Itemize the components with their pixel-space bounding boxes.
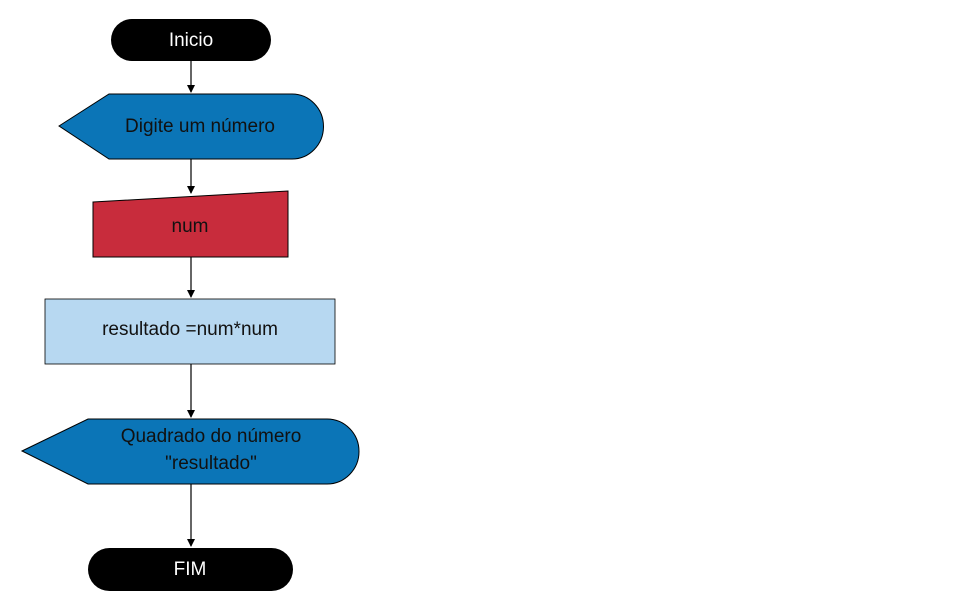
process-step: resultado =num*num bbox=[44, 298, 336, 365]
prompt-display: Digite um número bbox=[58, 93, 324, 160]
output-display: Quadrado do número "resultado" bbox=[20, 418, 360, 485]
end-terminal-shape bbox=[88, 548, 293, 591]
output-display-shape bbox=[20, 418, 360, 485]
start-terminal-shape bbox=[111, 19, 271, 61]
end-terminal-label: FIM bbox=[174, 559, 207, 580]
process-step-shape bbox=[44, 298, 336, 365]
start-terminal: Inicio bbox=[111, 19, 271, 61]
process-step-label: resultado =num*num bbox=[102, 319, 278, 340]
output-display-line1: Quadrado do número bbox=[121, 426, 302, 447]
prompt-display-label: Digite um número bbox=[125, 116, 275, 137]
output-display-line2: "resultado" bbox=[165, 453, 257, 474]
prompt-display-shape bbox=[58, 93, 324, 160]
manual-input-shape bbox=[92, 190, 289, 258]
manual-input-label: num bbox=[172, 216, 209, 237]
manual-input: num bbox=[92, 190, 289, 258]
end-terminal: FIM bbox=[88, 548, 293, 591]
start-terminal-label: Inicio bbox=[169, 30, 213, 51]
